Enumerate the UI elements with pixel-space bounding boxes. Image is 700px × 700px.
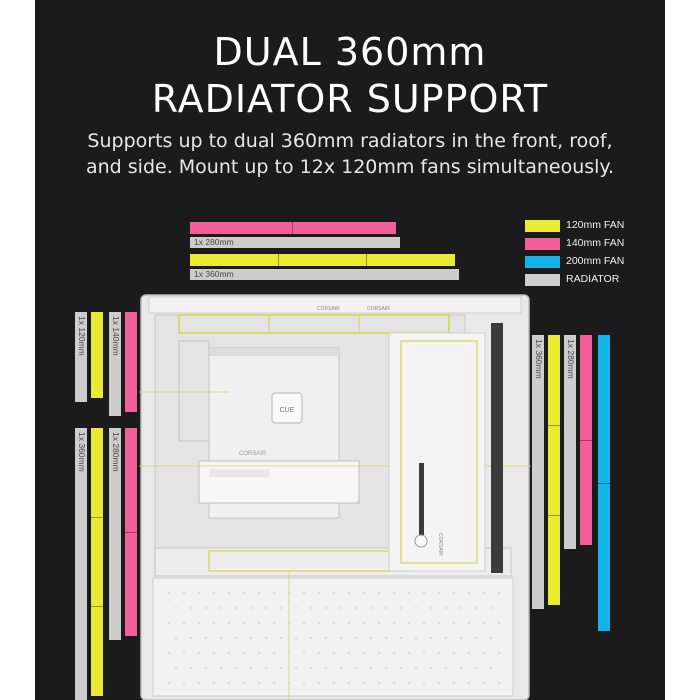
left-120mm-radiator-bar: 1x 120mm	[75, 312, 87, 402]
legend-swatch-grey	[525, 274, 560, 286]
legend-swatch-cyan	[525, 256, 560, 268]
subtitle-line-1: Supports up to dual 360mm radiators in t…	[87, 130, 613, 152]
top-280mm-radiator-bar: 1x 280mm	[190, 237, 400, 248]
legend-label: 200mm FAN	[566, 255, 625, 267]
right-200mm-fans-bar	[598, 335, 610, 631]
roof-mount-outline	[178, 314, 450, 334]
left-120mm-fan-bar	[91, 312, 103, 398]
left-360mm-radiator-bar: 1x 360mm	[75, 428, 87, 700]
left-280mm-radiator-bar: 1x 280mm	[109, 428, 121, 640]
bottom-mesh-panel	[152, 577, 514, 697]
right-280mm-radiator-bar: 1x 280mm	[564, 335, 576, 549]
front-light-strip	[419, 463, 424, 543]
legend-swatch-yellow	[525, 220, 560, 232]
title-line-2: RADIATOR SUPPORT	[151, 77, 549, 121]
title-line-1: DUAL 360mm	[213, 30, 487, 74]
right-360mm-radiator-bar: 1x 360mm	[532, 335, 544, 609]
legend-label: 120mm FAN	[566, 219, 625, 231]
top-140mm-fans-bar	[190, 222, 396, 234]
rear-fan-mount	[178, 340, 210, 442]
left-140mm-radiator-bar: 1x 140mm	[109, 312, 121, 416]
front-edge	[491, 323, 503, 573]
front-glass-panel	[388, 332, 486, 572]
subtitle-line-2: and side. Mount up to 12x 120mm fans sim…	[86, 156, 614, 178]
cpu-cooler-block	[271, 392, 303, 424]
front-mount-outline	[400, 340, 478, 564]
top-panel	[148, 296, 522, 314]
right-120mm-fans-bar	[548, 335, 560, 605]
mesh-pattern	[167, 591, 501, 685]
legend-label: 140mm FAN	[566, 237, 625, 249]
left-140mm-fans-bar	[125, 428, 137, 636]
glass-brand-text: CORSAIR	[367, 306, 390, 312]
graphics-card	[198, 460, 360, 504]
legend-label: RADIATOR	[566, 273, 620, 285]
left-140mm-fan-bar	[125, 312, 137, 412]
side-brand-text: CORSAIR	[437, 533, 443, 556]
infographic-panel: DUAL 360mm RADIATOR SUPPORT Supports up …	[35, 0, 665, 700]
top-brand-text: CORSAIR	[317, 306, 340, 312]
top-360mm-radiator-bar: 1x 360mm	[190, 269, 459, 280]
svg-text:CUE: CUE	[280, 407, 295, 414]
top-120mm-fans-bar	[190, 254, 455, 266]
right-140mm-fans-bar	[580, 335, 592, 545]
legend-swatch-pink	[525, 238, 560, 250]
gpu-brand-text: CORSAIR	[239, 451, 267, 457]
pc-case-illustration: CUE CORSAIR	[139, 294, 531, 700]
left-120mm-fans-bar	[91, 428, 103, 696]
